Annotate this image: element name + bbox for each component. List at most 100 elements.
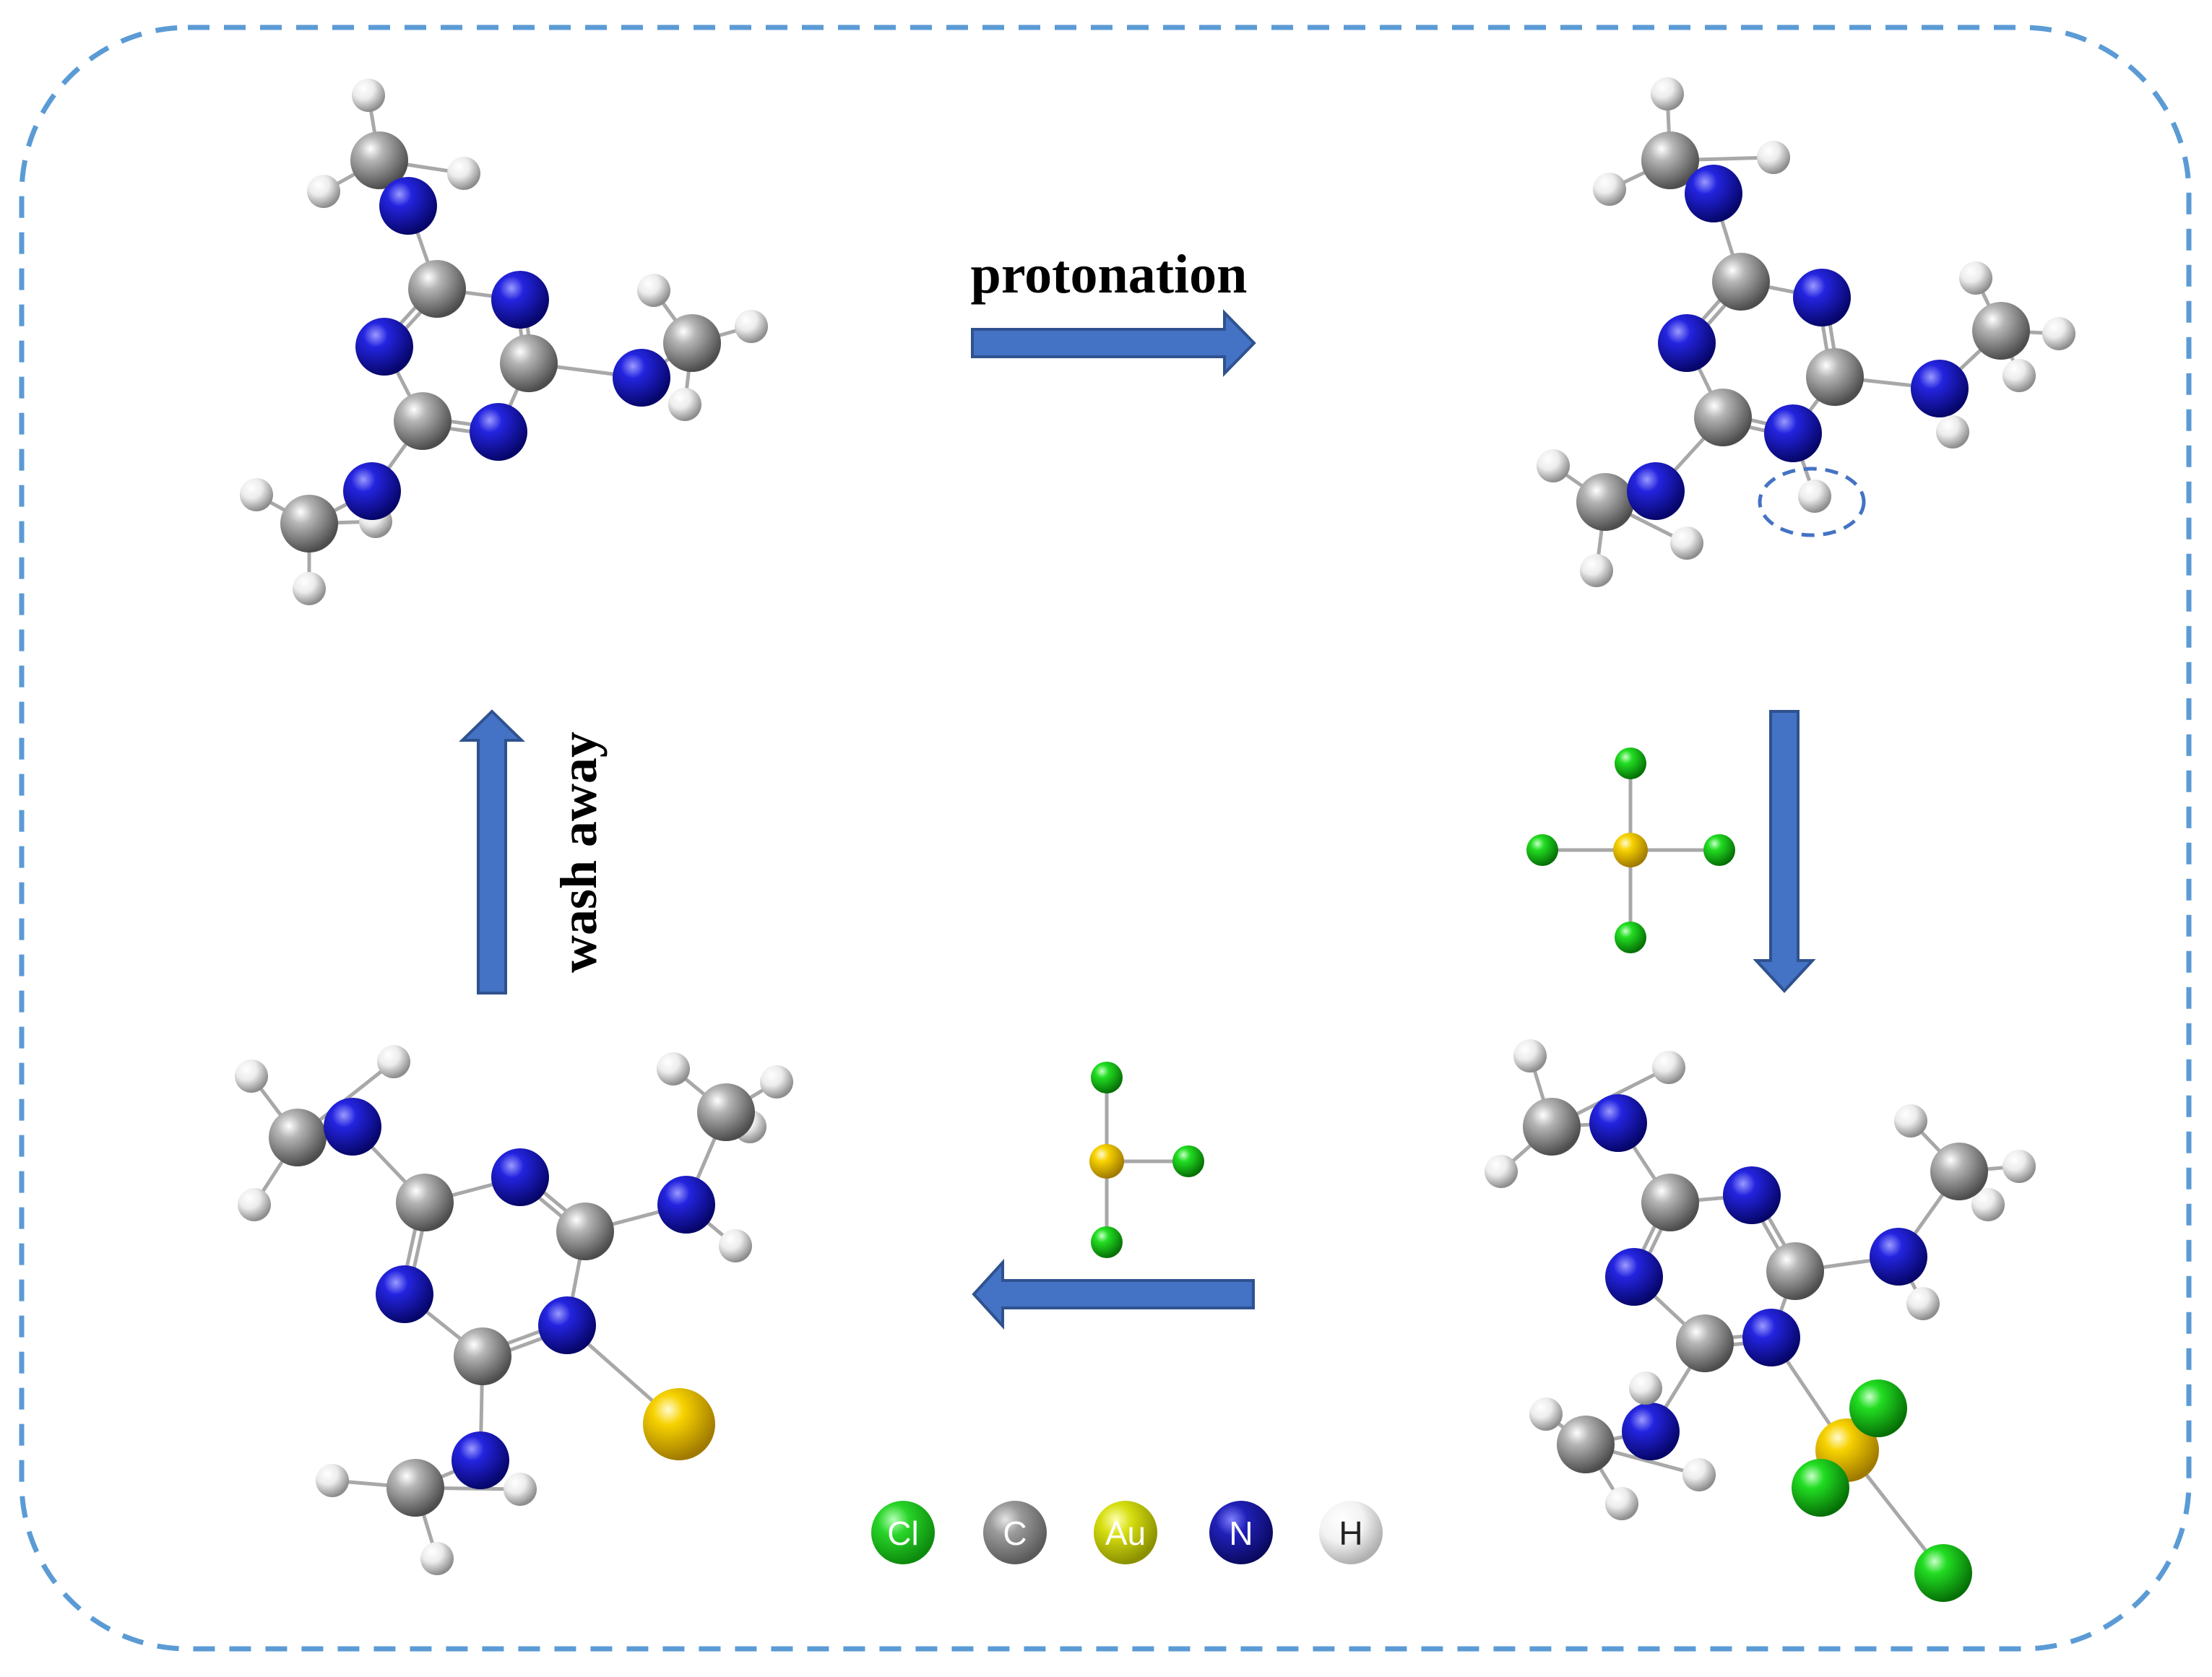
chlorine-atom (1526, 834, 1558, 866)
carbon-atom (454, 1327, 511, 1385)
protonation-label: protonation (971, 244, 1248, 305)
left-arrow (972, 1258, 1255, 1330)
hydrogen-atom (735, 310, 768, 343)
gold-atom (643, 1388, 715, 1460)
legend-cl-label: Cl (887, 1514, 918, 1552)
molecule-triazine-au (235, 1045, 793, 1575)
nitrogen-atom (1764, 404, 1822, 462)
hydrogen-atom (1651, 77, 1684, 110)
carbon-atom (1641, 131, 1699, 189)
chlorine-atom (1091, 1226, 1123, 1258)
carbon-atom (556, 1202, 614, 1260)
legend-c-label: C (1003, 1514, 1027, 1552)
hydrogen-atom (760, 1065, 793, 1098)
nitrogen-atom (1870, 1228, 1927, 1286)
nitrogen-atom (657, 1176, 715, 1234)
hydrogen-atom (1529, 1398, 1563, 1431)
nitrogen-atom (1685, 165, 1742, 222)
nitrogen-atom (1911, 360, 1969, 417)
carbon-atom (1641, 1174, 1699, 1231)
hydrogen-atom (293, 572, 326, 605)
chlorine-atom (1792, 1459, 1849, 1517)
hydrogen-atom (1485, 1155, 1518, 1188)
hydrogen-atom (1894, 1104, 1927, 1138)
hydrogen-atom (504, 1473, 537, 1506)
hydrogen-atom (1593, 173, 1626, 206)
nitrogen-atom (538, 1296, 596, 1354)
carbon-atom (1676, 1314, 1734, 1372)
nitrogen-atom (491, 1148, 549, 1206)
molecule-aucl3 (1089, 1062, 1204, 1258)
carbon-atom (663, 314, 721, 372)
legend-n-swatch (1209, 1501, 1273, 1564)
hydrogen-atom (719, 1229, 752, 1262)
carbon-atom (1766, 1242, 1824, 1300)
nitrogen-atom (1589, 1094, 1647, 1152)
chlorine-atom (1914, 1544, 1972, 1602)
molecule-protonated-triazine (1537, 77, 2075, 587)
nitrogen-atom (613, 349, 670, 407)
hydrogen-atom (1629, 1372, 1662, 1405)
nitrogen-atom (452, 1431, 509, 1489)
hydrogen-atom (1537, 449, 1570, 482)
nitrogen-atom (1605, 1248, 1663, 1306)
nitrogen-atom (343, 462, 401, 520)
carbon-atom (386, 1459, 444, 1517)
protonation-arrow (971, 309, 1256, 377)
nitrogen-atom (1793, 269, 1851, 326)
legend-cl-swatch (871, 1501, 935, 1564)
hydrogen-atom (2042, 317, 2075, 350)
hydrogen-atom (2003, 359, 2036, 392)
wash-away-label: wash away (550, 732, 608, 973)
legend-n-label: N (1229, 1514, 1253, 1552)
carbon-atom (1576, 473, 1634, 531)
hydrogen-atom (1971, 1188, 2005, 1221)
nitrogen-atom (1742, 1309, 1800, 1366)
hydrogen-atom (668, 388, 701, 421)
chlorine-atom (1615, 748, 1646, 779)
hydrogen-atom (307, 175, 340, 208)
nitrogen-atom (1622, 1403, 1680, 1460)
legend-h-label: H (1339, 1514, 1362, 1552)
hydrogen-atom (1580, 554, 1613, 587)
carbon-atom (408, 260, 466, 318)
hydrogen-atom (657, 1052, 690, 1086)
down-arrow (1753, 710, 1816, 993)
molecule-triazine-aucl4-complex (1485, 1039, 2036, 1602)
carbon-atom (280, 495, 338, 552)
molecule-aucl4-ion (1526, 748, 1735, 953)
hydrogen-atom (240, 478, 273, 511)
chlorine-atom (1172, 1145, 1204, 1177)
legend-au-swatch (1094, 1501, 1157, 1564)
nitrogen-atom (376, 1265, 433, 1323)
nitrogen-atom (355, 318, 413, 376)
nitrogen-atom (379, 177, 437, 235)
carbon-atom (396, 1174, 454, 1231)
carbon-atom (269, 1109, 327, 1166)
gold-atom (1613, 833, 1648, 867)
hydrogen-atom (238, 1188, 271, 1221)
hydrogen-atom (316, 1464, 349, 1497)
carbon-atom (1712, 253, 1770, 311)
hydrogen-atom (1798, 480, 1831, 513)
chlorine-atom (1703, 834, 1735, 866)
nitrogen-atom (470, 403, 527, 461)
hydrogen-atom (1906, 1287, 1940, 1320)
nitrogen-atom (1627, 462, 1685, 520)
hydrogen-atom (352, 79, 385, 112)
carbon-atom (1972, 302, 2030, 360)
carbon-atom (1523, 1098, 1581, 1156)
hydrogen-atom (1959, 261, 1992, 295)
hydrogen-atom (447, 157, 480, 190)
hydrogen-atom (420, 1542, 454, 1575)
hydrogen-atom (1652, 1051, 1685, 1084)
legend-c-swatch (983, 1501, 1047, 1564)
hydrogen-atom (235, 1060, 268, 1093)
legend-h-swatch (1319, 1501, 1383, 1564)
carbon-atom (1806, 348, 1864, 406)
hydrogen-atom (637, 274, 670, 307)
wash-away-arrow (459, 709, 525, 994)
carbon-atom (1694, 389, 1752, 446)
hydrogen-atom (1513, 1039, 1547, 1072)
hydrogen-atom (1605, 1487, 1638, 1520)
